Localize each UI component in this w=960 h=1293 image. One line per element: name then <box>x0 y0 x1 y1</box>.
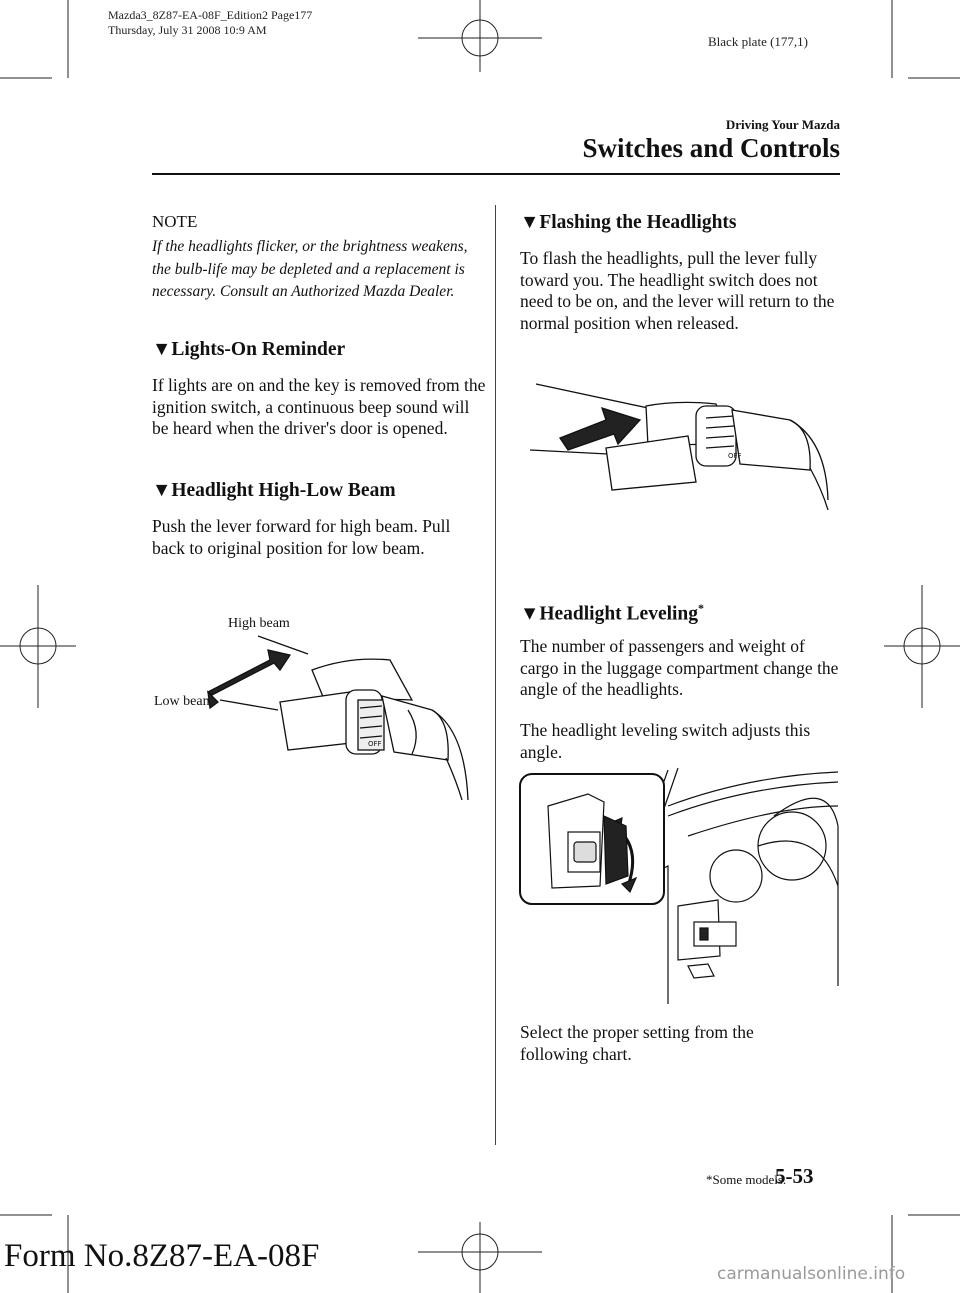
note-label: NOTE <box>152 212 198 231</box>
leveling-body-2: The headlight leveling switch adjusts th… <box>520 720 811 762</box>
high-low-beam-illustration: OFF <box>206 635 469 801</box>
heading-high-low-beam: ▼Headlight High-Low Beam <box>152 480 396 502</box>
lights-on-body: If lights are on and the key is removed … <box>152 375 486 438</box>
leveling-switch-illustration <box>519 767 839 1004</box>
print-metadata: Mazda3_8Z87-EA-08F_Edition2 Page177 Thur… <box>108 8 312 38</box>
high-beam-label: High beam <box>228 616 290 631</box>
footnote-text: Some models. <box>712 1172 787 1187</box>
print-metadata-line2: Thursday, July 31 2008 10:9 AM <box>108 23 267 37</box>
triangle-icon: ▼ <box>520 212 540 233</box>
plate-label: Black plate (177,1) <box>708 34 808 49</box>
heading-lights-on-reminder: ▼Lights-On Reminder <box>152 339 345 361</box>
heading-headlight-leveling: ▼Headlight Leveling* <box>520 601 704 626</box>
low-beam-label: Low beam <box>154 694 214 709</box>
flashing-headlights-illustration: OFF <box>529 383 829 511</box>
footnote: *Some models. <box>706 1172 786 1188</box>
note-body: If the headlights flicker, or the bright… <box>152 238 468 300</box>
column-divider <box>495 205 496 1145</box>
asterisk-mark: * <box>706 1172 713 1187</box>
header-rule <box>152 173 840 175</box>
off-label: OFF <box>728 452 742 460</box>
leveling-body-3: Select the proper setting from the follo… <box>520 1022 754 1064</box>
heading-text: Headlight High-Low Beam <box>171 480 396 501</box>
asterisk-mark: * <box>698 601 705 615</box>
section-kicker: Driving Your Mazda <box>725 117 840 132</box>
form-number: Form No.8Z87-EA-08F <box>4 1238 320 1274</box>
page-title: Switches and Controls <box>582 133 840 163</box>
heading-flashing-headlights: ▼Flashing the Headlights <box>520 212 737 234</box>
heading-text: Flashing the Headlights <box>539 212 737 233</box>
triangle-icon: ▼ <box>520 603 540 625</box>
off-label: OFF <box>368 740 382 748</box>
high-low-body: Push the lever forward for high beam. Pu… <box>152 516 451 558</box>
page-number: 5-53 <box>775 1164 814 1188</box>
print-metadata-line1: Mazda3_8Z87-EA-08F_Edition2 Page177 <box>108 8 313 22</box>
leveling-body-1: The number of passengers and weight of c… <box>520 636 839 699</box>
triangle-icon: ▼ <box>152 339 172 360</box>
heading-text: Lights-On Reminder <box>171 339 346 360</box>
triangle-icon: ▼ <box>152 480 172 501</box>
watermark: carmanualsonline.info <box>717 1264 906 1284</box>
heading-text: Headlight Leveling <box>539 603 699 625</box>
flashing-body: To flash the headlights, pull the lever … <box>520 248 835 333</box>
